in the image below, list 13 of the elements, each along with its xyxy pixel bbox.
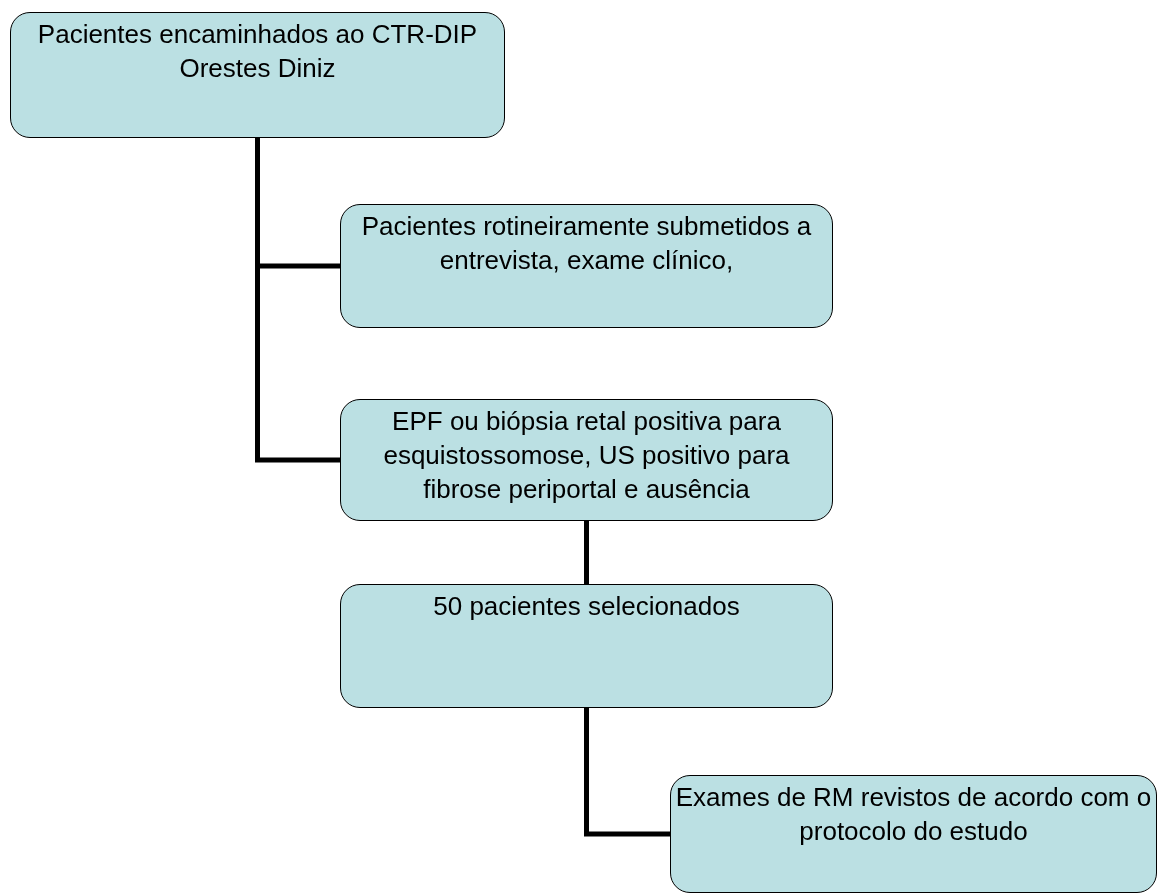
connector-line: [584, 521, 589, 584]
box-text: 50 pacientes selecionados: [433, 591, 740, 621]
connector-line: [255, 138, 340, 463]
process-box: [340, 399, 833, 521]
process-box: [10, 12, 505, 138]
process-box: [340, 204, 833, 328]
box-text: EPF ou biópsia retal positiva para esquistossomose, US positivo para fibrose periportal e ausência: [383, 406, 790, 504]
box-text: Pacientes encaminhados ao CTR-DIP Orestes Diniz: [37, 19, 478, 83]
process-box: [340, 584, 833, 708]
connector-line: [584, 708, 670, 837]
box-text: Pacientes rotineiramente submetidos a entrevista, exame clínico,: [361, 211, 812, 275]
process-box: [670, 775, 1157, 893]
box-text: Exames de RM revistos de acordo com o protocolo do estudo: [675, 782, 1152, 846]
